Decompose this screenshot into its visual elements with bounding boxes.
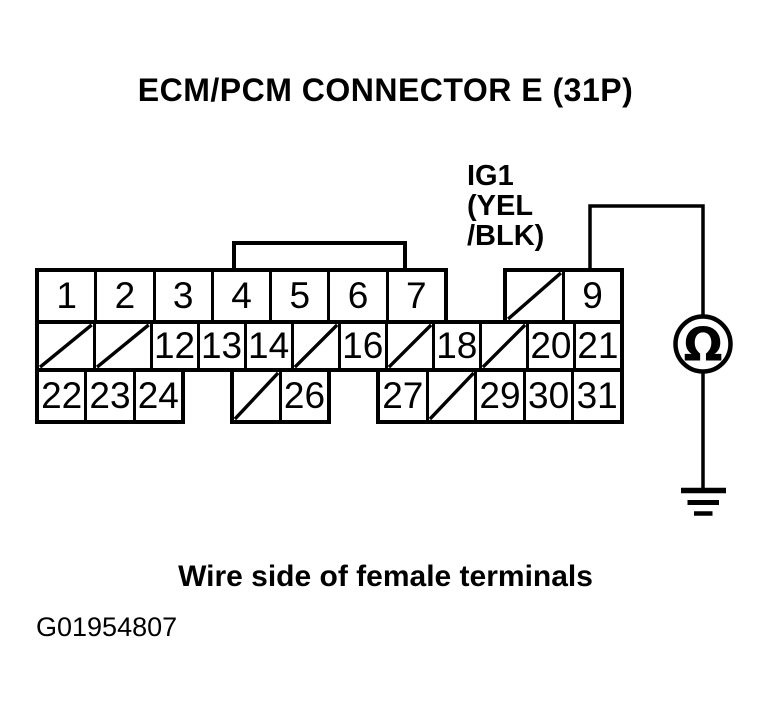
no-terminal-slash-icon [507, 272, 562, 320]
pin-20-cell: 20 [529, 324, 576, 368]
pin-number: 9 [582, 275, 603, 316]
pin-14-cell: 14 [247, 324, 294, 368]
wire-label-line: (YEL [467, 190, 534, 222]
caption-wire-side: Wire side of female terminals [178, 560, 593, 593]
pin-29-cell: 29 [477, 372, 526, 420]
pin-number: 22 [41, 375, 83, 416]
empty-pin-cell [388, 324, 435, 368]
pin-number: 26 [283, 375, 326, 416]
pin-22-cell: 22 [39, 372, 88, 420]
pin-number: 31 [576, 375, 618, 416]
empty-pin-cell [294, 324, 341, 368]
empty-pin-cell [482, 324, 529, 368]
pin-number: 20 [530, 325, 572, 366]
page-title: ECM/PCM CONNECTOR E (31P) [137, 72, 634, 108]
ground-icon [681, 487, 726, 516]
ohmmeter-icon: Ω [673, 314, 733, 374]
pin-31-cell: 31 [574, 372, 620, 420]
empty-pin-cell [39, 324, 96, 368]
pin-number: 21 [577, 325, 619, 366]
pin-27-cell: 27 [380, 372, 429, 420]
pin-number: 29 [479, 375, 521, 416]
wire-label-line: IG1 [467, 160, 514, 192]
pin-number: 12 [153, 325, 196, 366]
pin-number: 1 [56, 275, 77, 316]
pin-24-cell: 24 [136, 372, 181, 420]
pin-number: 5 [289, 275, 311, 316]
pin-number: 27 [382, 375, 424, 416]
pin-row3-group2: 26 [230, 368, 331, 424]
pin-number: 14 [248, 325, 290, 366]
wire-label-line: /BLK) [467, 220, 545, 252]
pin-12-cell: 12 [153, 324, 200, 368]
no-terminal-slash-icon [234, 372, 279, 420]
pin-9-cell: 9 [565, 272, 620, 320]
pin-number: 23 [89, 375, 131, 416]
pin-1-cell: 1 [39, 272, 98, 320]
pin-number: 6 [347, 275, 369, 316]
empty-pin-cell [429, 372, 478, 420]
pin-number: 3 [172, 275, 194, 316]
pin-number: 7 [406, 275, 427, 316]
no-terminal-slash-icon [96, 324, 150, 368]
wire-label-ig1: IG1 (YEL /BLK) [467, 161, 544, 251]
pin-number: 24 [137, 375, 179, 416]
pin-26-cell: 26 [282, 372, 327, 420]
pin-18-cell: 18 [435, 324, 482, 368]
pin-23-cell: 23 [87, 372, 136, 420]
pin-6-cell: 6 [330, 272, 389, 320]
no-terminal-slash-icon [482, 324, 526, 368]
empty-pin-cell [96, 324, 153, 368]
no-terminal-slash-icon [39, 324, 93, 368]
pin-number: 16 [342, 325, 384, 366]
pin-4-cell: 4 [214, 272, 273, 320]
connector-key-tab [232, 241, 407, 272]
pin-7-cell: 7 [389, 272, 444, 320]
pin-number: 4 [231, 275, 252, 316]
pin-2-cell: 2 [97, 272, 156, 320]
pin-row1-group2: 9 [503, 268, 624, 324]
no-terminal-slash-icon [429, 372, 475, 420]
empty-pin-cell [507, 272, 565, 320]
ohm-symbol: Ω [683, 318, 722, 372]
no-terminal-slash-icon [388, 324, 432, 368]
pin-number: 2 [114, 275, 136, 316]
figure-id: G01954807 [36, 612, 178, 642]
pin-13-cell: 13 [200, 324, 247, 368]
pin-16-cell: 16 [341, 324, 388, 368]
pin-21-cell: 21 [576, 324, 620, 368]
empty-pin-cell [234, 372, 282, 420]
ohmmeter-circle [673, 314, 733, 374]
pin-3-cell: 3 [156, 272, 214, 320]
pin-30-cell: 30 [526, 372, 575, 420]
pin-5-cell: 5 [272, 272, 331, 320]
pin-number: 13 [200, 325, 243, 366]
pin-number: 18 [436, 325, 478, 366]
no-terminal-slash-icon [294, 324, 338, 368]
pin-number: 30 [528, 375, 570, 416]
